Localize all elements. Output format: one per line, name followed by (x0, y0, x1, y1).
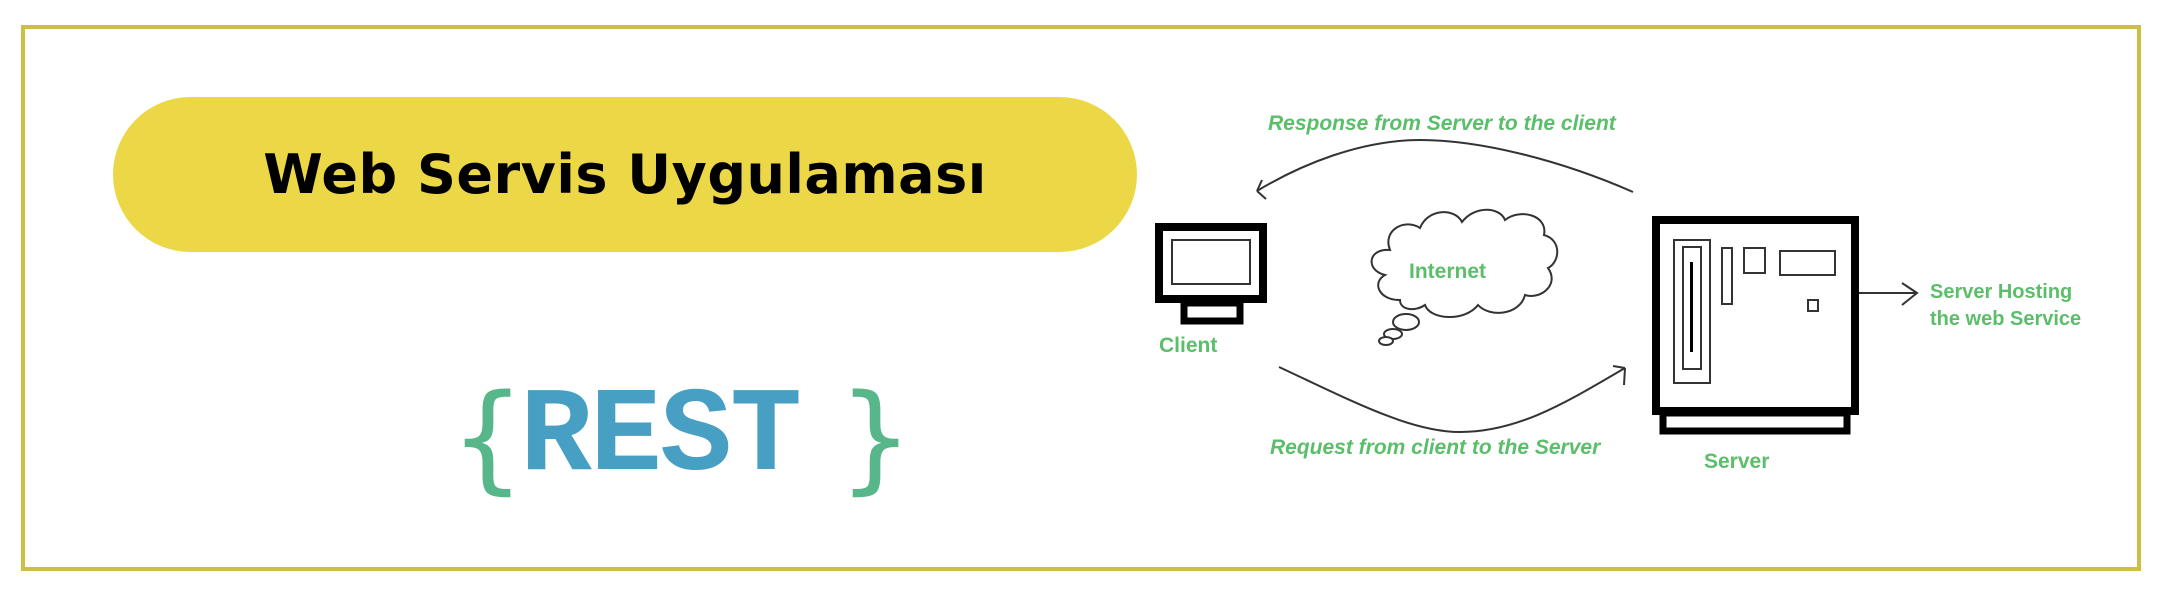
hosting-label-line1: Server Hosting (1930, 281, 2073, 303)
page-title: Web Servis Uygulaması (263, 143, 987, 206)
response-arrow (1256, 138, 1634, 200)
title-pill: Web Servis Uygulaması (113, 97, 1137, 252)
hosting-label-line2: the web Service (1930, 308, 2082, 330)
rest-word: REST (520, 370, 802, 506)
request-label: Request from client to the Server (1270, 436, 1601, 459)
hosting-arrow (1859, 282, 1919, 306)
response-label: Response from Server to the client (1268, 112, 1616, 135)
rest-brace-close: } (840, 368, 912, 506)
request-arrow (1278, 365, 1626, 434)
client-label: Client (1159, 334, 1218, 357)
server-icon (1652, 216, 1859, 435)
rest-logo: { REST } (452, 368, 911, 506)
client-monitor-icon (1155, 223, 1267, 325)
rest-brace-open: { (452, 368, 524, 506)
internet-label: Internet (1409, 260, 1487, 283)
server-label: Server (1704, 450, 1770, 473)
internet-cloud-icon (1370, 208, 1559, 346)
